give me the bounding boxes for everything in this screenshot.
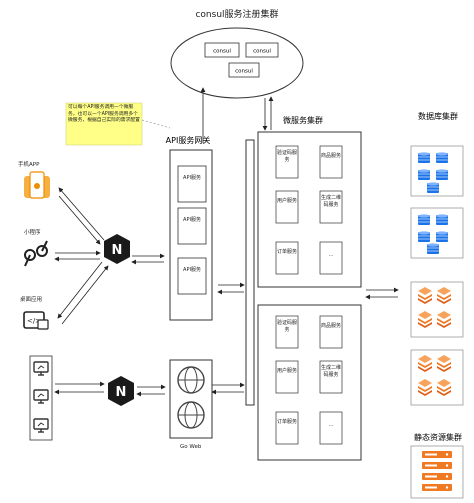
m1-cell-5-label: ... [328,252,334,258]
service-bus [245,139,255,406]
m1-cell-2 [275,190,299,224]
desktop-app-icon: </> [23,311,49,330]
svg-text:</>: </> [27,317,41,325]
api-service-1-label: API服务 [183,175,201,181]
m2-cell-2 [275,360,299,394]
consul-node-3-label: consul [235,69,253,75]
micro-group-2 [257,304,362,461]
note-text: 可以每个API服务调用一个微服务，也可以一个API服务调用多个微服务，根据自己实… [68,105,140,123]
desktop-to-nginx-arrow [61,265,109,325]
note-sticky [65,102,143,146]
m2-cell-0-label: 验证码服务 [277,320,298,333]
micro-group-1 [257,131,362,288]
m2-cell-4-label: 订单服务 [277,419,298,425]
goweb-label: Go Web [180,444,202,450]
cache-group-2 [410,349,464,406]
static-title: 静态资源集群 [414,432,462,442]
nginx-icon-2: N [108,376,134,406]
m2-cell-4 [275,411,299,445]
gateway-title: API服务网关 [166,135,211,145]
client-desktop-label: 桌面应用 [20,297,43,303]
m1-cell-4-label: 订单服务 [277,249,298,255]
goweb-container [169,359,213,439]
m1-cell-4 [275,241,299,275]
m2-cell-1 [319,315,343,349]
nginx-to-desktop-arrow [57,261,103,319]
globe-icon-2 [177,401,205,429]
note-connector [141,119,171,129]
m1-cell-1 [319,145,343,179]
db-title: 数据库集群 [418,111,458,121]
api-service-3 [177,257,207,295]
svg-text:N: N [116,385,127,400]
globe-icon-1 [177,366,205,394]
m1-cell-2-label: 用户服务 [277,198,298,204]
m2-cell-3 [319,360,343,394]
phone-app-icon [24,171,50,199]
api-service-2 [177,207,207,245]
m2-cell-5 [319,411,343,445]
app-to-nginx-arrow [58,195,101,245]
client-mini-label: 小程序 [24,230,41,236]
m1-cell-1-label: 商品服务 [321,153,342,159]
m2-cell-1-label: 商品服务 [321,323,342,329]
api-service-2-label: API服务 [183,217,201,223]
m1-cell-0-label: 验证码服务 [277,150,298,163]
consul-node-2 [245,42,279,58]
api-service-3-label: API服务 [183,267,201,273]
pc-clients-panel [29,355,53,441]
cache-group-1 [410,281,464,338]
m2-cell-5-label: ... [328,422,334,428]
nginx-to-app-arrow [58,187,105,241]
m1-cell-3-label: 生成二维码服务 [321,195,342,208]
nginx-icon-1: N [104,234,130,264]
client-app-label: 手机APP [18,162,40,168]
m2-cell-2-label: 用户服务 [277,368,298,374]
micro-title: 微服务集群 [283,115,323,125]
svg-text:N: N [112,243,123,258]
m1-cell-5 [319,241,343,275]
consul-node-2-label: consul [253,49,271,55]
miniprogram-icon [24,240,48,267]
consul-node-1 [204,42,240,58]
m1-cell-0 [275,145,299,179]
api-service-1 [177,165,207,203]
consul-node-1-label: consul [213,49,231,55]
m1-cell-3 [319,190,343,224]
consul-node-3 [228,62,260,78]
m2-cell-3-label: 生成二维码服务 [321,365,342,378]
diagram-title: consul服务注册集群 [195,8,278,20]
m2-cell-0 [275,315,299,349]
